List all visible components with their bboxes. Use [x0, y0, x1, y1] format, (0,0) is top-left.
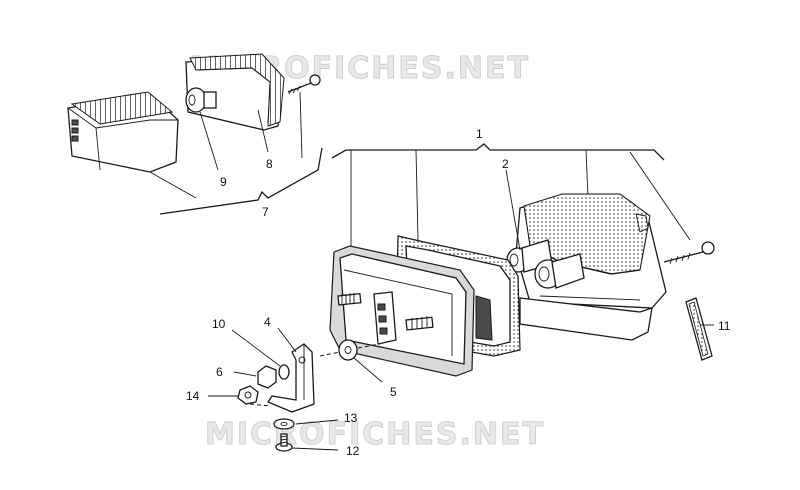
flat-washer — [273, 418, 295, 430]
callout-6: 6 — [216, 365, 223, 379]
bolt — [275, 433, 293, 452]
callout-12: 12 — [346, 444, 360, 458]
small-lamp-lens — [67, 91, 179, 173]
main-housing-screw — [663, 241, 715, 265]
callout-2: 2 — [502, 157, 509, 171]
hex-nut — [237, 385, 259, 405]
lens-studs — [337, 291, 434, 345]
watermark-bottom: MICROFICHES.NET — [205, 417, 545, 452]
nut-and-washer — [257, 364, 290, 389]
callout-9: 9 — [220, 175, 227, 189]
callout-7: 7 — [262, 205, 269, 219]
main-bulbs — [506, 239, 585, 289]
washer — [338, 339, 358, 361]
callout-10: 10 — [212, 317, 226, 331]
callout-8: 8 — [266, 157, 273, 171]
small-lamp-screw — [287, 74, 321, 95]
mounting-bracket — [267, 343, 315, 413]
callout-11: 11 — [718, 319, 731, 333]
main-lamp-lens — [329, 245, 493, 377]
callout-13: 13 — [344, 411, 358, 425]
callout-5: 5 — [390, 385, 397, 399]
small-bulb — [185, 87, 217, 113]
callout-1: 1 — [476, 127, 483, 141]
callout-4: 4 — [264, 315, 271, 329]
reflector-strip — [685, 297, 713, 361]
callout-14: 14 — [186, 389, 200, 403]
